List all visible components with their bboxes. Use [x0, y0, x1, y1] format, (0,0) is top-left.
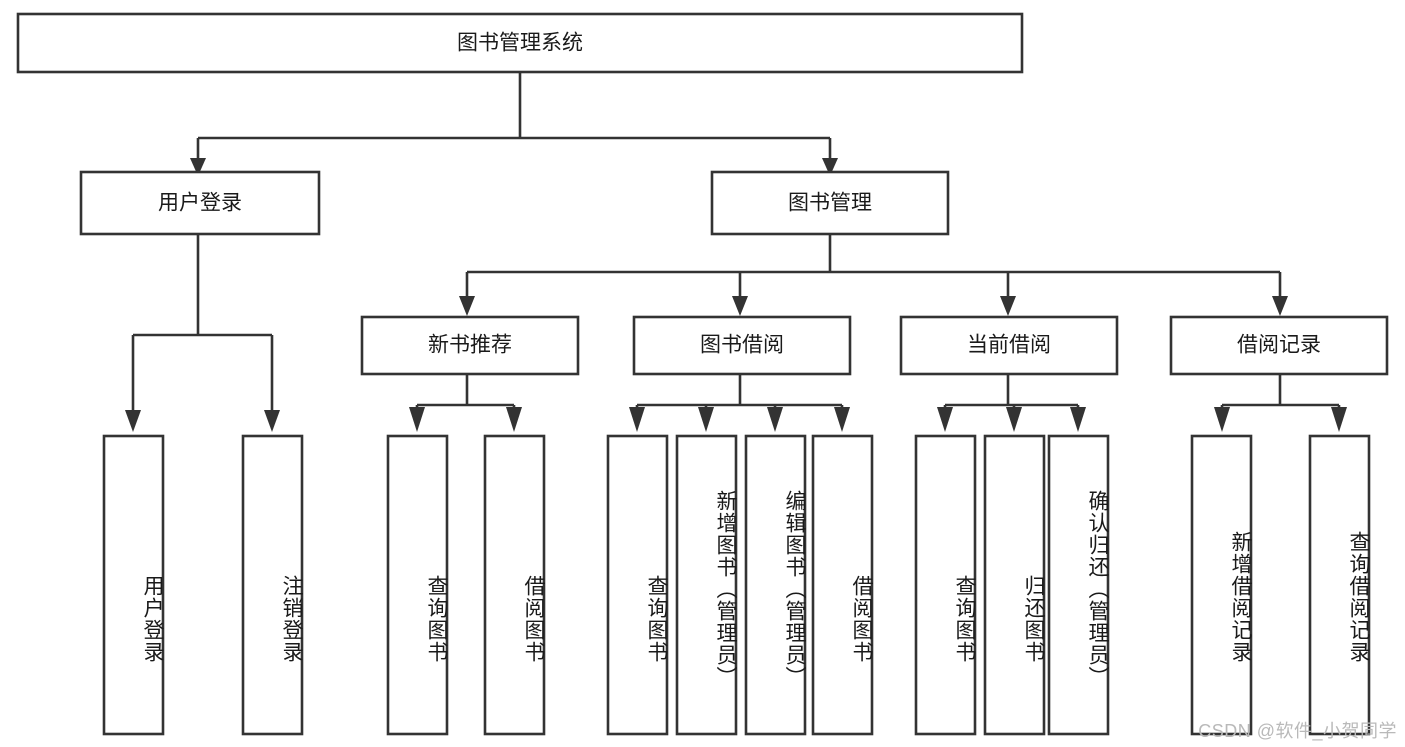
arrow-head-br-leaf-2 [1331, 407, 1347, 432]
arrow-head-new-book-recommend [459, 296, 475, 316]
arrow-head-nbr-leaf-1 [409, 407, 425, 432]
node-box-leaf-bb-query-book[interactable] [606, 434, 669, 736]
arrow-head-nbr-leaf-2 [506, 407, 522, 432]
node-box-borrow-record[interactable] [1169, 315, 1389, 376]
connector-group-root [190, 72, 838, 176]
connector-group-current-borrow [937, 374, 1086, 432]
node-box-leaf-br-add-record[interactable] [1190, 434, 1253, 736]
arrow-head-leaf-user-login [125, 410, 141, 432]
connector-group-user-login [125, 234, 280, 432]
node-label-user-login: 用户登录 [158, 192, 242, 215]
arrow-head-borrow-record [1272, 296, 1288, 316]
arrow-head-cb-leaf-1 [937, 407, 953, 432]
node-label-new-book-recommend: 新书推荐 [428, 334, 512, 357]
connector-group-new-book-recommend [409, 374, 522, 432]
node-box-leaf-bb-borrow-book[interactable] [811, 434, 874, 736]
node-box-leaf-cb-query-book[interactable] [914, 434, 977, 736]
node-box-leaf-logout[interactable] [241, 434, 304, 736]
arrow-head-bb-leaf-2 [698, 407, 714, 432]
arrow-head-book-borrow [732, 296, 748, 316]
node-label-current-borrow: 当前借阅 [967, 334, 1051, 357]
node-box-book-borrow[interactable] [632, 315, 852, 376]
node-box-leaf-cb-return-book[interactable] [983, 434, 1046, 736]
arrow-head-user-login [190, 158, 206, 176]
node-label-borrow-record: 借阅记录 [1237, 334, 1321, 357]
node-box-leaf-bb-edit-book[interactable] [744, 434, 807, 736]
node-box-leaf-user-login[interactable] [102, 434, 165, 736]
node-label-book-manage: 图书管理 [788, 192, 872, 215]
arrow-head-bb-leaf-3 [767, 407, 783, 432]
arrow-head-cb-leaf-2 [1006, 407, 1022, 432]
arrow-head-cb-leaf-3 [1070, 407, 1086, 432]
node-box-leaf-bb-add-book[interactable] [675, 434, 738, 736]
node-box-root[interactable] [16, 12, 1024, 74]
node-box-leaf-cb-confirm-return[interactable] [1047, 434, 1110, 736]
node-box-leaf-nbr-borrow-book[interactable] [483, 434, 546, 736]
arrow-head-br-leaf-1 [1214, 407, 1230, 432]
connector-group-borrow-record [1214, 374, 1347, 432]
arrow-head-bb-leaf-4 [834, 407, 850, 432]
node-box-leaf-nbr-query-book[interactable] [386, 434, 449, 736]
arrow-head-book-manage [822, 158, 838, 176]
arrow-head-current-borrow [1000, 296, 1016, 316]
arrow-head-bb-leaf-1 [629, 407, 645, 432]
node-label-book-borrow: 图书借阅 [700, 334, 784, 357]
connector-group-book-borrow [629, 374, 850, 432]
node-box-new-book-recommend[interactable] [360, 315, 580, 376]
connector-group-book-manage [459, 234, 1288, 316]
arrow-head-leaf-logout [264, 410, 280, 432]
node-box-leaf-br-query-record[interactable] [1308, 434, 1371, 736]
node-box-user-login[interactable] [79, 170, 321, 236]
node-box-book-manage[interactable] [710, 170, 950, 236]
node-label-root: 图书管理系统 [457, 32, 583, 55]
csdn-watermark: CSDN @软件_小贺同学 [1198, 721, 1397, 741]
node-box-current-borrow[interactable] [899, 315, 1119, 376]
